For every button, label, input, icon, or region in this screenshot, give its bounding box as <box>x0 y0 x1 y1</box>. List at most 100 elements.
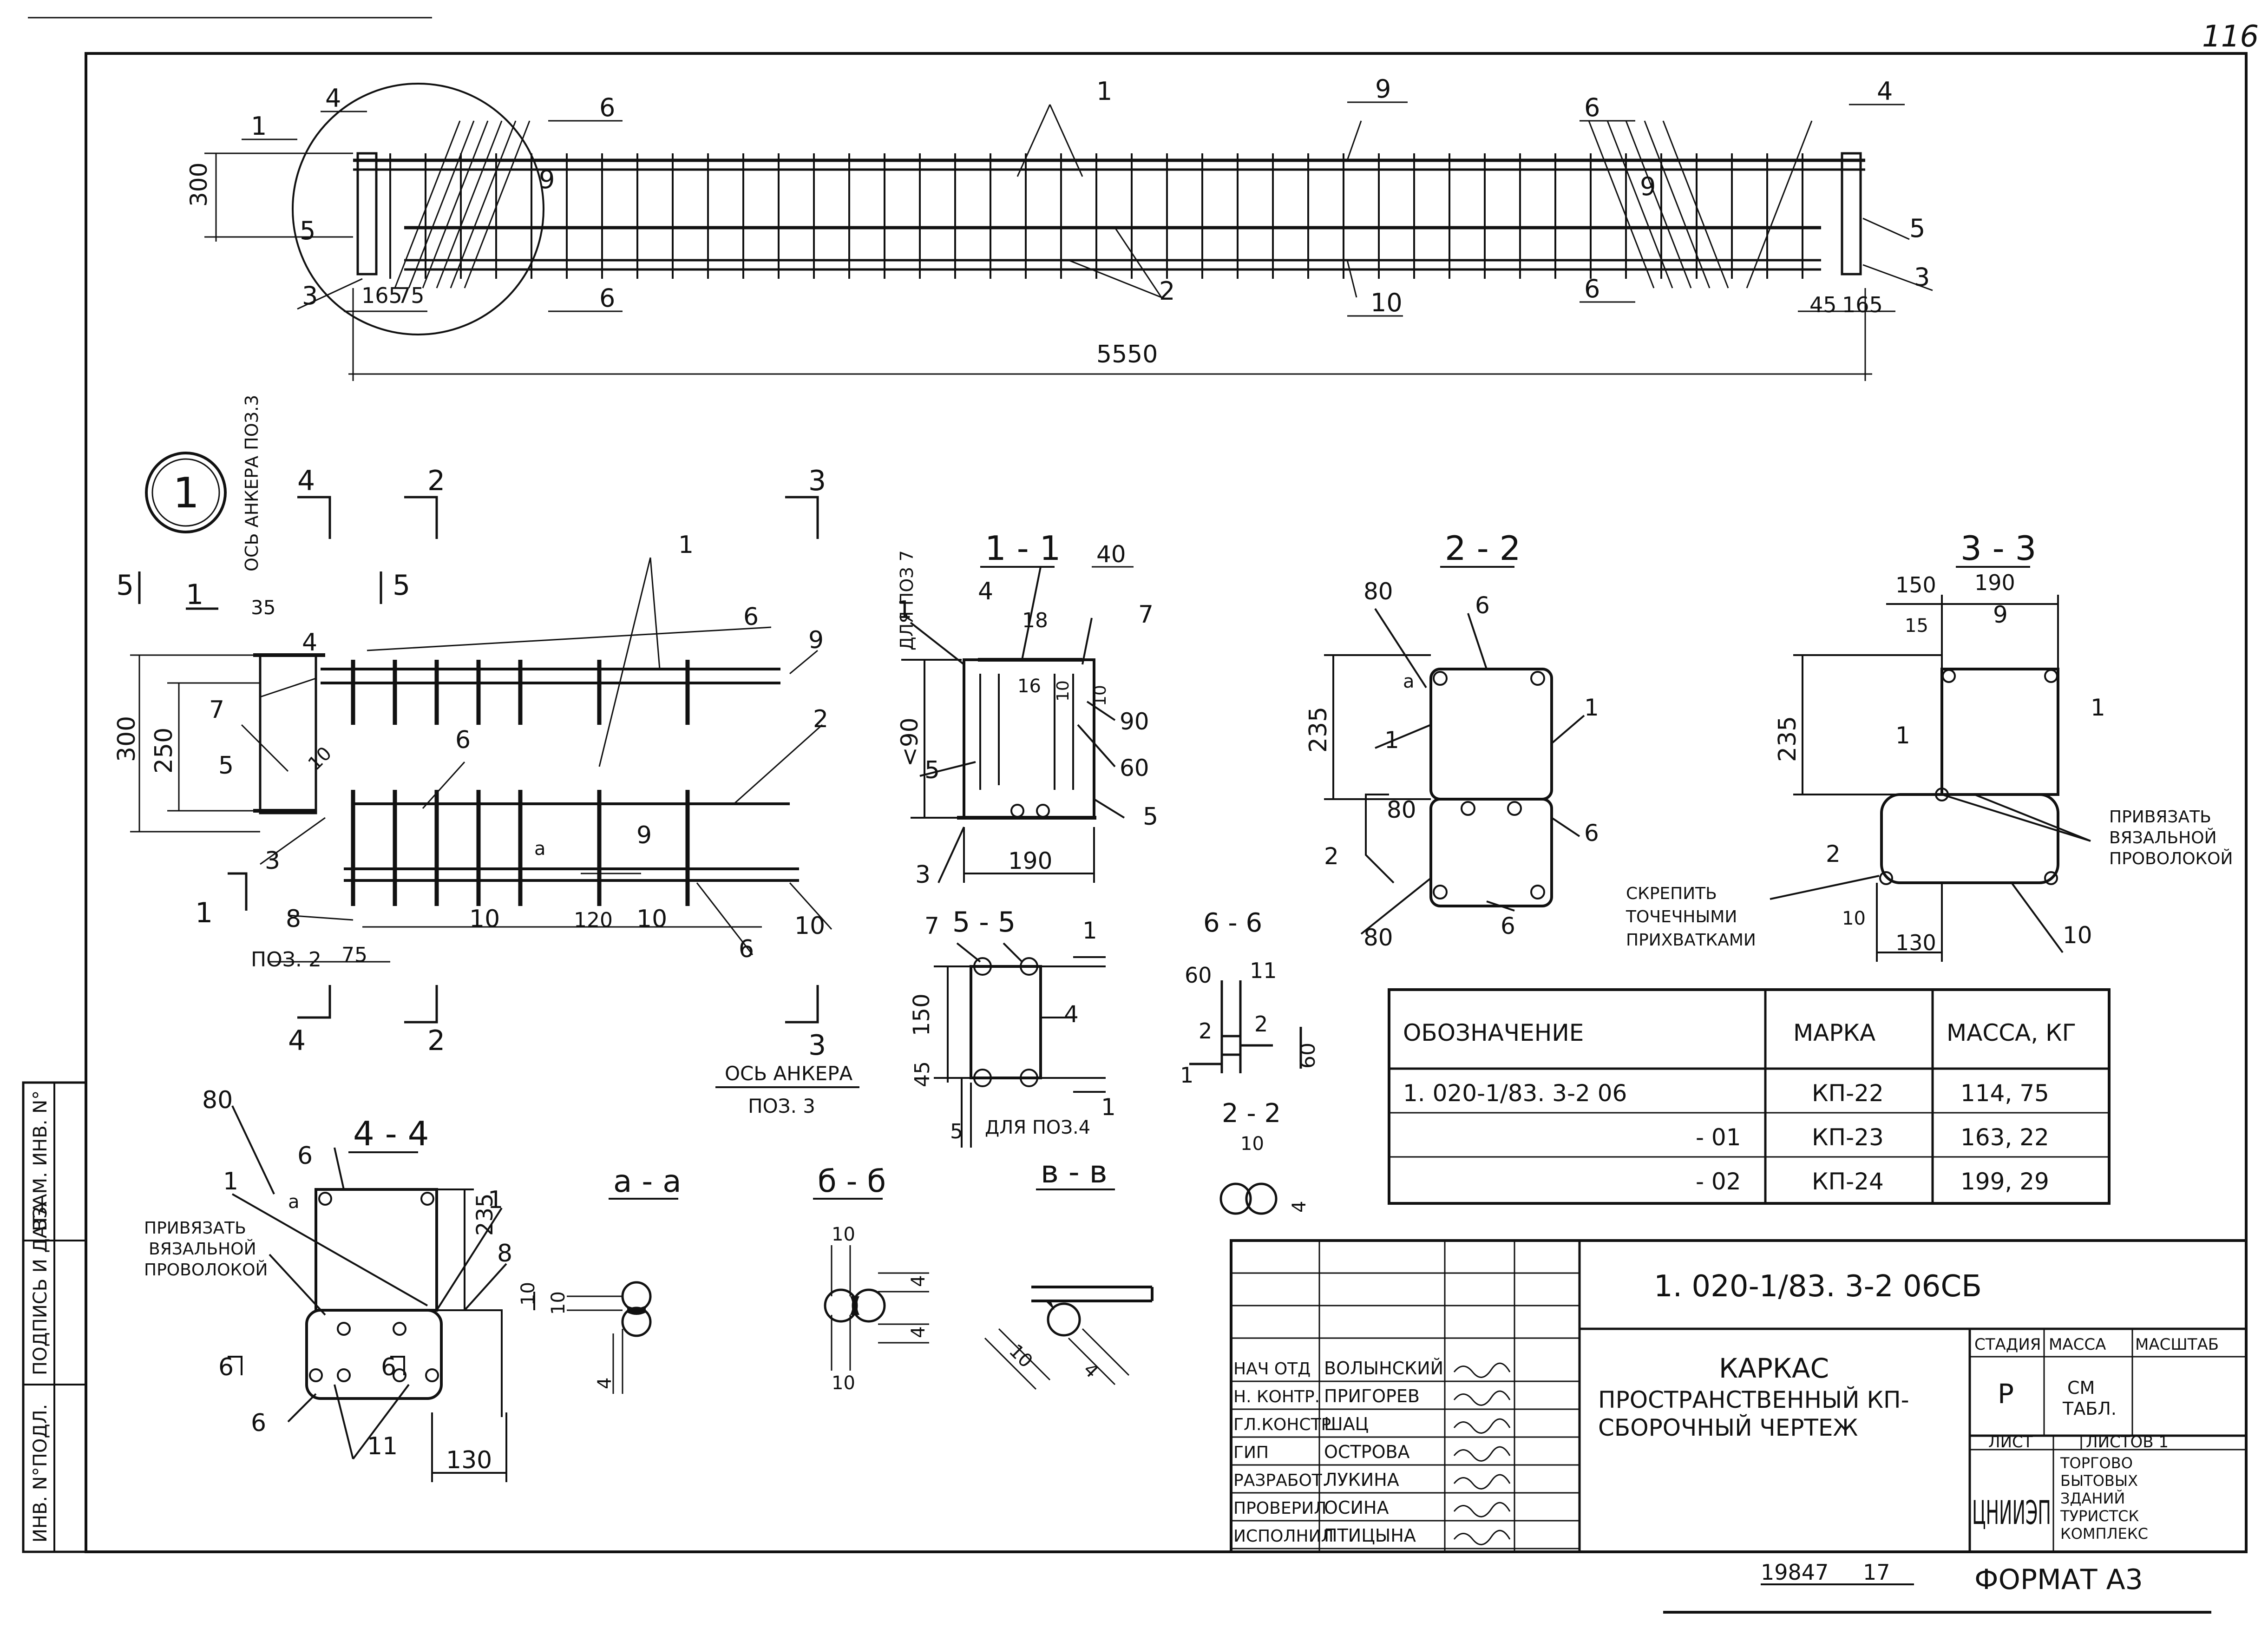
section-4-4-callout-a: a <box>288 1191 300 1213</box>
footer: 19847 17 ФОРМАТ А3 <box>1663 1560 2211 1614</box>
tack-note-1: СКРЕПИТЬ <box>1626 884 1717 903</box>
spec-table-header: ОБОЗНАЧЕНИЕ <box>1403 1019 1584 1046</box>
section-1-1-dim-16: 16 <box>1017 676 1041 697</box>
section-4-4-note-2: ВЯЗАЛЬНОЙ <box>149 1239 256 1259</box>
staff-role: Н. КОНТР. <box>1233 1387 1320 1406</box>
main-callout-6a: 6 <box>599 93 615 122</box>
section-4-4-callout-11: 11 <box>367 1432 398 1460</box>
tack-note-2: ТОЧЕЧНЫМИ <box>1626 907 1737 926</box>
spec-table-designation: - 02 <box>1696 1168 1741 1195</box>
section-3-3-note-3: ПРОВОЛОКОЙ <box>2109 849 2233 868</box>
section-1-1-callout-3: 3 <box>915 861 931 889</box>
section-4-4-callout-8: 8 <box>497 1240 512 1267</box>
section-1-1-dim-10b: 10 <box>1091 685 1110 706</box>
section-5-5-dim-5: 5 <box>950 1120 963 1143</box>
title-block-mass-1: СМ <box>2067 1378 2095 1398</box>
main-elevation-view: 1 4 5 3 6 9 6 1 2 9 10 6 9 6 4 5 <box>185 74 1933 381</box>
section-b-b: б - б 10 10 4 4 <box>813 1163 929 1394</box>
title-block-scale-header: МАСШТАБ <box>2135 1335 2219 1354</box>
spec-table-header: МАССА, КГ <box>1947 1019 2076 1046</box>
section-6-6-dim-60: 60 <box>1185 963 1212 988</box>
section-b-b-dim-10b: 10 <box>832 1372 855 1394</box>
spec-table-header: МАРКА <box>1793 1019 1875 1046</box>
section-4-4-dim-235: 235 <box>472 1193 498 1236</box>
main-callout-5: 5 <box>300 216 315 245</box>
section-5-5: 5 - 5 150 45 5 ДЛЯ ПОЗ.4 7 1 4 1 <box>909 906 1116 1148</box>
detail-cut-4-bottom: 4 <box>288 1024 306 1057</box>
section-v-v: в - в 10 4 <box>984 1154 1154 1390</box>
main-callout-1: 1 <box>251 112 267 141</box>
section-3-3-dim-130: 130 <box>1895 930 1936 955</box>
section-1-1-callout-5b: 5 <box>1143 803 1158 831</box>
section-v-v-dim-10: 10 <box>1005 1340 1037 1372</box>
org-note-line: ТОРГОВО <box>2060 1454 2133 1472</box>
staff-name: ЛУКИНА <box>1324 1470 1399 1490</box>
signature-mark <box>1453 1530 1511 1545</box>
section-1-1-callout-7: 7 <box>1138 601 1154 629</box>
main-callout-1b: 1 <box>1096 77 1112 106</box>
section-3-3-dim-10: 10 <box>1842 908 1866 929</box>
section-4-4-callout-1b: 1 <box>488 1186 503 1214</box>
staff-name: ПРИГОРЕВ <box>1324 1386 1420 1406</box>
sheet-border <box>85 52 2248 1553</box>
signature-mark <box>1453 1474 1511 1490</box>
section-a-a: а - а 10 4 <box>548 1163 682 1394</box>
section-a-a-dim-4: 4 <box>594 1378 616 1389</box>
section-5-5-callout-7: 7 <box>924 913 939 939</box>
detail-callout-9: 9 <box>808 626 824 654</box>
section-6-6-callout-11: 11 <box>1250 958 1277 983</box>
detail-cut-2-bottom: 2 <box>427 1024 445 1057</box>
footer-format: ФОРМАТ А3 <box>1974 1563 2143 1596</box>
detail-dim-35: 35 <box>251 596 275 619</box>
detail-circle <box>292 83 544 335</box>
signature-mark <box>1453 1390 1511 1406</box>
section-6-6-title: 6 - 6 <box>1203 908 1262 938</box>
section-b-b-title: б - б <box>818 1163 886 1199</box>
section-4-4-cut-6a: 6 <box>218 1353 234 1381</box>
section-1-1-dim-190: 190 <box>1008 847 1052 874</box>
detail-cut-1-bottom: 1 <box>195 897 213 929</box>
anchor-axis-label-poz: ПОЗ. 3 <box>748 1095 815 1117</box>
main-dim-5550: 5550 <box>1096 341 1158 368</box>
section-3-3-callout-1a: 1 <box>1895 722 1910 749</box>
title-block-sheet-header: ЛИСТ <box>1988 1433 2033 1451</box>
staff-role: ГИП <box>1233 1443 1269 1462</box>
section-2-2-callout-6c: 6 <box>1501 913 1515 939</box>
org-note-line: ЗДАНИЙ <box>2060 1490 2125 1507</box>
footer-sheet: 17 <box>1863 1560 1890 1585</box>
section-2-2-callout-1a: 1 <box>1384 727 1399 754</box>
footer-number: 19847 <box>1761 1560 1829 1585</box>
detail-callout-10c: 10 <box>794 912 825 940</box>
section-3-3: 3 - 3 150 190 15 235 10 130 <box>1626 529 2233 962</box>
section-6-6-callout-2a: 2 <box>1199 1018 1212 1044</box>
spec-table-mark: КП-23 <box>1812 1124 1884 1151</box>
staff-name: ВОЛЫНСКИЙ <box>1324 1358 1443 1379</box>
detail-marker <box>145 452 227 533</box>
title-block-mass-2: ТАБЛ. <box>2062 1399 2117 1419</box>
section-3-3-note-2: ВЯЗАЛЬНОЙ <box>2109 828 2217 847</box>
section-2-2-small-dim-4: 4 <box>1289 1201 1310 1213</box>
section-3-3-dim-190: 190 <box>1974 570 2015 595</box>
section-2-2-dim-80b: 80 <box>1387 796 1416 823</box>
title-block-mass-header: МАССА <box>2049 1335 2106 1354</box>
section-b-b-dim-4b: 4 <box>908 1326 929 1338</box>
section-v-v-dim-4: 4 <box>1079 1359 1103 1383</box>
detail-callout-1: 1 <box>678 531 694 559</box>
detail-dim-300: 300 <box>113 716 141 762</box>
detail-callout-8: 8 <box>286 905 301 933</box>
detail-callout-a: a <box>534 838 546 860</box>
detail-callout-6a: 6 <box>743 603 759 631</box>
detail-marker-number: 1 <box>173 469 199 518</box>
tack-note-3: ПРИХВАТКАМИ <box>1626 931 1756 950</box>
spec-table-mass: 114, 75 <box>1960 1080 2049 1107</box>
section-3-3-title: 3 - 3 <box>1960 529 2036 568</box>
staff-name: ШАЦ <box>1324 1414 1369 1434</box>
detail-dim-10: 10 <box>304 743 336 775</box>
detail-callout-2: 2 <box>813 705 828 733</box>
section-6-6-callout-1: 1 <box>1180 1063 1193 1088</box>
section-b-b-dim-10: 10 <box>832 1224 855 1245</box>
main-callout-10: 10 <box>1370 288 1403 317</box>
section-1-1-title: 1 - 1 <box>985 529 1061 568</box>
section-3-3-callout-9: 9 <box>1993 601 2008 628</box>
